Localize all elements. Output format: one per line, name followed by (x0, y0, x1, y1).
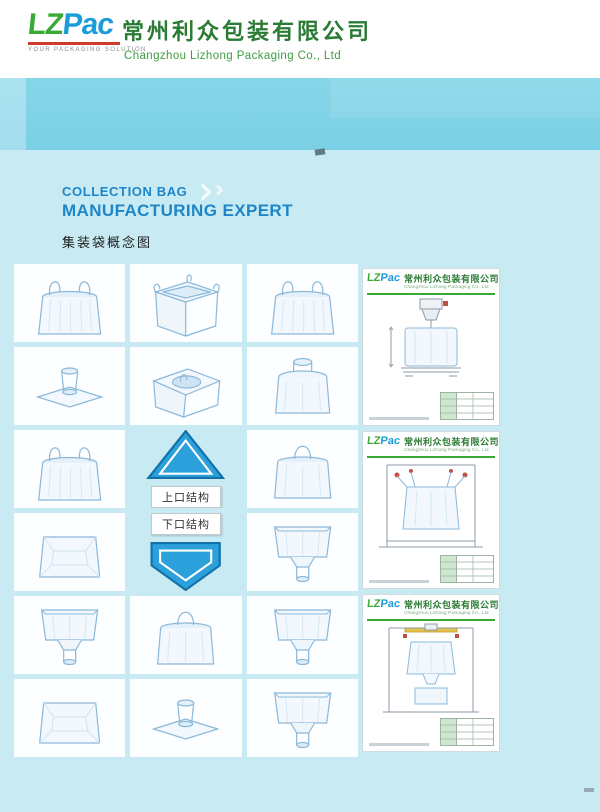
gantry-discharge-drawing (383, 623, 479, 713)
bag-sketch-cell (246, 264, 358, 342)
print-artifact-mark (314, 148, 326, 156)
handle-bag-sketch (157, 611, 215, 665)
intro-line1-row: COLLECTION BAG (62, 183, 293, 200)
card-logo-pac: Pac (379, 435, 401, 447)
manufacturing-expert-title: MANUFACTURING EXPERT (62, 201, 293, 220)
bag-loops-sketch (270, 281, 334, 335)
open-flap-hole-sketch (153, 368, 221, 418)
page-header: LZPac YOUR PACKAGING SOLUTION 常州利众包装有限公司… (0, 0, 600, 78)
card-company-en: Changzhou Lizhong Packaging Co., Ltd (404, 611, 489, 616)
intro-block: COLLECTION BAG MANUFACTURING EXPERT 集装袋概… (62, 183, 293, 251)
bag-sketch-cell (130, 264, 242, 342)
top-structure-label: 上口结构 (150, 486, 221, 508)
bag-sketch-cell (14, 347, 126, 425)
bag-sketch-cell (246, 430, 358, 508)
collection-bag-title: COLLECTION BAG (62, 184, 188, 199)
bag-sketch-cell (246, 679, 358, 757)
spec-card-header: LZPac 常州利众包装有限公司 Changzhou Lizhong Packa… (366, 272, 499, 295)
bag-sketch-cell (14, 679, 126, 757)
card-address-line (369, 580, 429, 583)
bag-loops-sketch (38, 447, 102, 501)
card-address-line (369, 743, 429, 746)
panel-spout-sketch (153, 699, 219, 740)
bottom-spout-bag-sketch (273, 526, 331, 583)
logo-lz-text: LZ (26, 8, 65, 41)
four-loop-frame-drawing (379, 464, 483, 548)
chevron-right-icon (212, 183, 225, 196)
arrow-up-icon (146, 430, 226, 479)
chevron-decoration (194, 183, 225, 200)
bottom-structure-label: 下口结构 (150, 513, 221, 535)
arrow-down-icon (150, 542, 222, 591)
flat-bag-sketch (39, 702, 101, 744)
bag-sketch-cell (246, 347, 358, 425)
handle-bag-sketch (273, 445, 331, 499)
logo-pac-text: Pac (60, 8, 115, 41)
bag-sketch-cell (14, 430, 126, 508)
card-company-cn: 常州利众包装有限公司 (404, 600, 500, 610)
bottom-edge-mark (584, 788, 594, 792)
logo-tagline: YOUR PACKAGING SOLUTION (28, 47, 147, 53)
company-name-english: Changzhou Lizhong Packaging Co., Ltd (124, 50, 342, 62)
card-logo-wordmark: LZPac (366, 435, 400, 447)
band-highlight-right (330, 78, 600, 118)
chevron-right-icon (194, 183, 212, 200)
bottom-spout-bag-sketch (273, 692, 331, 749)
bag-sketch-cell (14, 513, 126, 591)
card-company-cn: 常州利众包装有限公司 (404, 274, 500, 284)
cyan-band (0, 78, 600, 150)
company-logo: LZPac YOUR PACKAGING SOLUTION (26, 8, 147, 53)
bag-sketch-cell (130, 596, 242, 674)
spec-card-1: LZPac 常州利众包装有限公司 Changzhou Lizhong Packa… (362, 268, 500, 426)
bag-loops-sketch (38, 281, 102, 335)
bottom-spout-bag-sketch (41, 609, 99, 666)
card-titles: 常州利众包装有限公司 Changzhou Lizhong Packaging C… (404, 272, 510, 291)
logo-red-underline (28, 42, 120, 45)
card-titles: 常州利众包装有限公司 Changzhou Lizhong Packaging C… (404, 598, 510, 617)
card-logo-wordmark: LZPac (366, 598, 400, 610)
logo-wordmark: LZPac (26, 8, 125, 41)
spec-card-2: LZPac 常州利众包装有限公司 Changzhou Lizhong Packa… (362, 431, 500, 589)
card-address-line (369, 417, 429, 420)
card-logo-wordmark: LZPac (366, 272, 400, 284)
filling-station-drawing (388, 298, 461, 377)
bag-sketch-cell (246, 596, 358, 674)
open-top-bag-sketch (153, 274, 221, 337)
bag-sketch-cell (14, 596, 126, 674)
bottom-structure-callout: 下口结构 (130, 513, 241, 591)
spec-card-3: LZPac 常州利众包装有限公司 Changzhou Lizhong Packa… (362, 594, 500, 752)
bottom-spout-bag-sketch (273, 609, 331, 666)
bag-sketch-grid: 上口结构 下口结构 (14, 264, 358, 757)
card-logo-pac: Pac (379, 598, 401, 610)
card-company-en: Changzhou Lizhong Packaging Co., Ltd (404, 285, 489, 290)
spec-card-header: LZPac 常州利众包装有限公司 Changzhou Lizhong Packa… (366, 435, 499, 458)
spec-card-header: LZPac 常州利众包装有限公司 Changzhou Lizhong Packa… (366, 598, 499, 621)
flat-bag-sketch (39, 536, 101, 578)
top-spout-bag-sketch (274, 357, 330, 414)
card-logo-pac: Pac (379, 272, 401, 284)
card-company-cn: 常州利众包装有限公司 (404, 437, 500, 447)
concept-diagram-title-cn: 集装袋概念图 (62, 235, 153, 250)
card-titles: 常州利众包装有限公司 Changzhou Lizhong Packaging C… (404, 435, 510, 454)
bag-sketch-cell (246, 513, 358, 591)
card-company-en: Changzhou Lizhong Packaging Co., Ltd (404, 448, 489, 453)
spec-card-column: LZPac 常州利众包装有限公司 Changzhou Lizhong Packa… (362, 268, 500, 752)
top-structure-callout: 上口结构 (130, 430, 241, 508)
panel-spout-sketch (37, 367, 103, 408)
spec-table (440, 392, 494, 420)
band-highlight-left (0, 78, 26, 150)
spec-table (440, 718, 494, 746)
spec-table (440, 555, 494, 583)
bag-sketch-cell (14, 264, 126, 342)
company-name-chinese: 常州利众包装有限公司 (122, 19, 373, 44)
bag-sketch-cell (130, 679, 242, 757)
bag-sketch-cell (130, 347, 242, 425)
